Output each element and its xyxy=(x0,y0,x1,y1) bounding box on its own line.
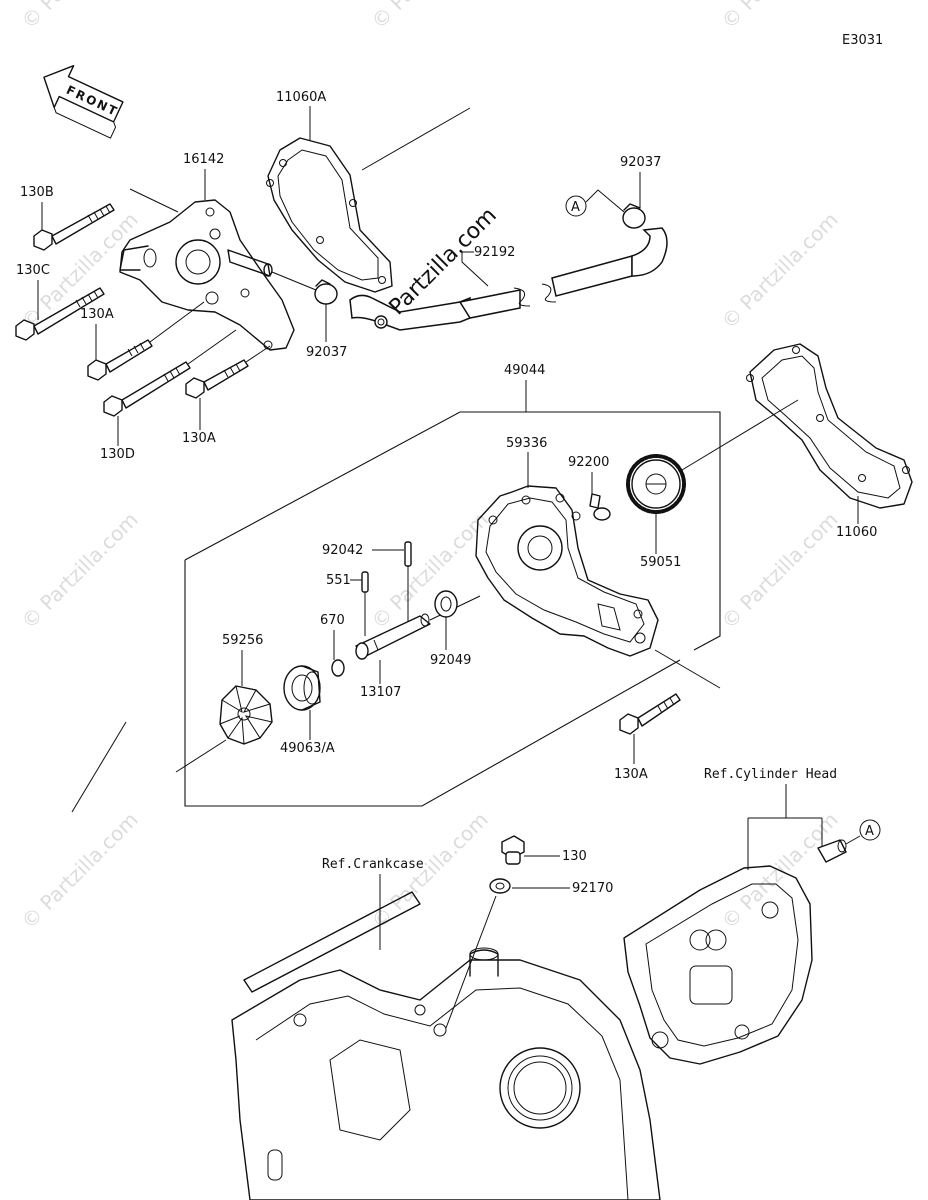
label-13107: 13107 xyxy=(360,685,401,700)
connector-a-bottom: A xyxy=(817,819,881,863)
label-49044: 49044 xyxy=(504,363,545,378)
o-ring-670 xyxy=(331,659,345,677)
watermark: © Partzilla.com xyxy=(17,807,143,933)
label-59256: 59256 xyxy=(222,633,263,648)
impeller-59256 xyxy=(219,685,273,745)
bolt-130c xyxy=(15,287,105,341)
pin-92042 xyxy=(404,541,412,567)
front-arrow: FRONT xyxy=(43,65,124,139)
watermark: © Partzilla.com xyxy=(717,207,843,333)
label-130b: 130B xyxy=(20,185,54,200)
label-92049: 92049 xyxy=(430,653,471,668)
label-92192: 92192 xyxy=(474,245,515,260)
assembly-frame-49044 xyxy=(184,411,721,807)
label-11060a: 11060A xyxy=(276,90,326,105)
front-arrow-icon xyxy=(43,65,124,123)
label-551: 551 xyxy=(326,573,351,588)
clamp-92037-left xyxy=(314,279,338,305)
seal-92049 xyxy=(434,590,458,618)
label-130a-low: 130A xyxy=(614,767,648,782)
watermark: © Partzilla.com xyxy=(717,507,843,633)
watermark: © Partzilla.com xyxy=(17,507,143,633)
bolt-130a-mid xyxy=(185,359,249,399)
bolt-130 xyxy=(501,835,525,865)
bolt-130a-top xyxy=(87,339,153,381)
gasket-11060a xyxy=(266,137,393,293)
connector-a-top: A xyxy=(565,189,625,217)
connector-mark: A xyxy=(571,200,580,215)
bolt-130d xyxy=(103,361,191,417)
diagram-code: E3031 xyxy=(842,33,883,48)
label-130d: 130D xyxy=(100,447,135,462)
pump-body-59336 xyxy=(475,485,659,657)
label-92037-left: 92037 xyxy=(306,345,347,360)
bolt-130a-low xyxy=(619,693,681,735)
seal-49063a xyxy=(283,665,321,711)
label-92042: 92042 xyxy=(322,543,363,558)
label-130a-mid: 130A xyxy=(182,431,216,446)
shaft-13107 xyxy=(355,613,431,660)
washer-92170 xyxy=(489,878,511,894)
cylinder-head xyxy=(623,865,813,1065)
connector-mark: A xyxy=(865,824,874,839)
hose-92192 xyxy=(349,227,668,331)
washer-92200 xyxy=(589,493,611,521)
ref-cylinder-head: Ref.Cylinder Head xyxy=(704,767,837,782)
watermark: © Partzilla.com xyxy=(367,507,493,633)
label-92200: 92200 xyxy=(568,455,609,470)
watermark-layer: © Partzilla.com © Partzilla.com © Partzi… xyxy=(17,0,843,934)
pump-cover-16142 xyxy=(119,199,295,351)
label-130c: 130C xyxy=(16,263,50,278)
label-92170: 92170 xyxy=(572,881,613,896)
label-16142: 16142 xyxy=(183,152,224,167)
label-92037-right: 92037 xyxy=(620,155,661,170)
label-49063a: 49063/A xyxy=(280,741,335,756)
watermark: © Partzilla.com xyxy=(367,0,493,34)
gasket-11060 xyxy=(746,343,913,509)
ref-crankcase: Ref.Crankcase xyxy=(322,857,424,872)
crankcase xyxy=(231,891,661,1200)
watermark: © Partzilla.com xyxy=(17,0,143,34)
watermark: © Partzilla.com xyxy=(717,0,843,34)
label-59051: 59051 xyxy=(640,555,681,570)
label-130: 130 xyxy=(562,849,587,864)
label-59336: 59336 xyxy=(506,436,547,451)
gear-59051 xyxy=(626,454,686,514)
clamp-92037-right xyxy=(622,203,646,229)
label-11060: 11060 xyxy=(836,525,877,540)
pin-551 xyxy=(361,571,369,593)
label-130a-top: 130A xyxy=(80,307,114,322)
label-670: 670 xyxy=(320,613,345,628)
